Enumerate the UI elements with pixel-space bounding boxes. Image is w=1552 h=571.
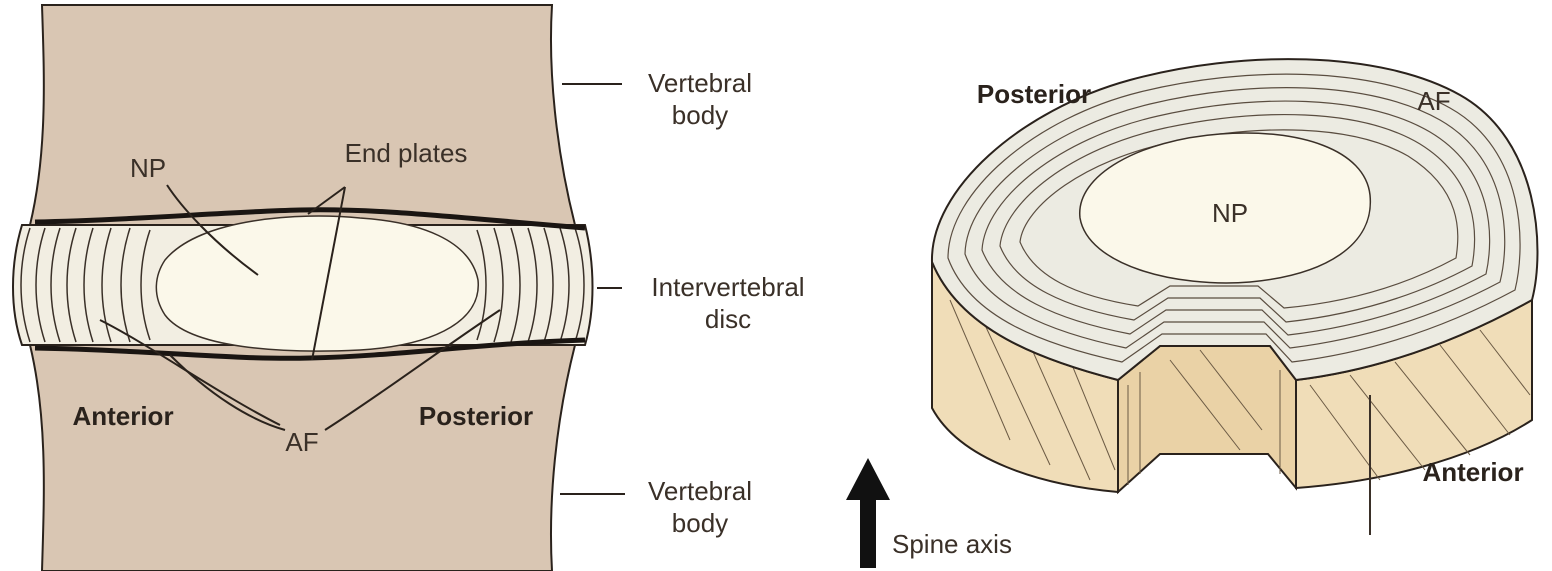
label-posterior-left: Posterior — [419, 401, 533, 431]
label-af-left: AF — [285, 427, 318, 457]
label-intervertebral-disc-2: disc — [705, 304, 751, 334]
label-posterior-right: Posterior — [977, 79, 1091, 109]
label-np-right: NP — [1212, 198, 1248, 228]
label-af-right: AF — [1417, 86, 1450, 116]
label-vertebral-body-top-2: body — [672, 100, 728, 130]
label-end-plates: End plates — [345, 138, 468, 168]
lower-vertebral-body — [30, 345, 575, 571]
label-vertebral-body-top-1: Vertebral — [648, 68, 752, 98]
arrow-up-icon — [846, 458, 890, 568]
disc-side-wall-notch — [1118, 346, 1296, 492]
label-vertebral-body-bottom-1: Vertebral — [648, 476, 752, 506]
label-np-left: NP — [130, 153, 166, 183]
disc-3d-view: Posterior AF NP Anterior — [932, 59, 1538, 535]
label-anterior-left: Anterior — [72, 401, 173, 431]
label-anterior-right: Anterior — [1422, 457, 1523, 487]
spine-axis-indicator: Spine axis — [846, 458, 1012, 568]
label-vertebral-body-bottom-2: body — [672, 508, 728, 538]
upper-vertebral-body — [30, 5, 575, 225]
label-intervertebral-disc-1: Intervertebral — [651, 272, 804, 302]
sagittal-section: Vertebral body NP End plates Interverteb… — [13, 5, 805, 571]
label-spine-axis: Spine axis — [892, 529, 1012, 559]
